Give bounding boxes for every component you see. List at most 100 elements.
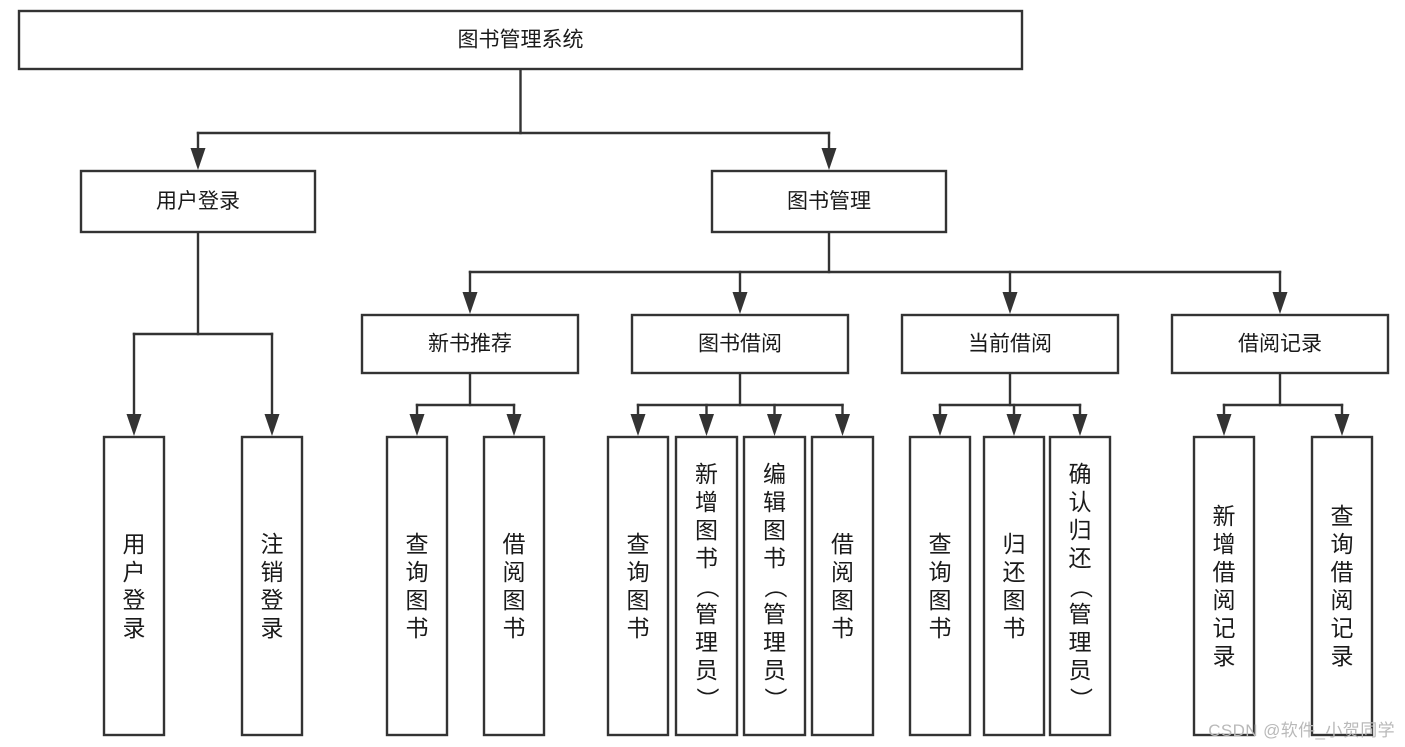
node-label-leaf-rec-borrow-char-3: 书 xyxy=(503,615,526,641)
node-leaf-user-login[interactable]: 用户登录 xyxy=(102,435,166,737)
node-label-leaf-current-query-char-3: 书 xyxy=(929,615,952,641)
node-label-leaf-borrow-edit-char-6: 理 xyxy=(763,629,786,655)
node-label-leaf-user-logout-char-0: 注 xyxy=(261,531,284,557)
node-label-leaf-borrow-add-char-1: 增 xyxy=(695,489,718,515)
node-box-leaf-user-login xyxy=(102,435,166,737)
node-box-leaf-rec-query xyxy=(385,435,449,737)
node-label-leaf-rec-borrow-char-1: 阅 xyxy=(503,559,526,585)
arrow-head-icon xyxy=(264,414,280,436)
arrow-head-icon xyxy=(732,292,748,314)
node-label-book-borrow: 图书借阅 xyxy=(698,333,782,356)
node-new-book-rec[interactable]: 新书推荐 xyxy=(360,313,580,375)
node-label-leaf-borrow-edit-char-3: 书 xyxy=(763,545,786,571)
node-label-leaf-record-query-char-1: 询 xyxy=(1331,531,1354,557)
arrow-head-icon xyxy=(821,148,837,170)
node-layer: 图书管理系统用户登录图书管理新书推荐图书借阅当前借阅借阅记录用户登录注销登录查询… xyxy=(17,9,1390,737)
node-label-leaf-user-logout-char-3: 录 xyxy=(261,615,284,641)
arrow-head-icon xyxy=(190,148,206,170)
node-label-leaf-user-login-char-0: 用 xyxy=(123,531,146,557)
node-book-borrow[interactable]: 图书借阅 xyxy=(630,313,850,375)
node-label-leaf-rec-borrow-char-0: 借 xyxy=(503,531,526,557)
arrow-head-icon xyxy=(767,414,782,436)
node-label-leaf-current-return-char-1: 还 xyxy=(1003,559,1026,585)
connector-layer xyxy=(126,67,1350,436)
node-box-book-borrow xyxy=(630,313,850,375)
node-label-leaf-record-add-char-4: 记 xyxy=(1213,615,1236,641)
node-box-leaf-borrow-add xyxy=(674,435,739,737)
arrow-head-icon xyxy=(1334,414,1350,436)
node-label-leaf-record-query-char-3: 阅 xyxy=(1331,587,1354,613)
node-label-leaf-borrow-edit-char-1: 辑 xyxy=(763,489,786,515)
node-label-leaf-rec-borrow-char-2: 图 xyxy=(503,587,526,613)
node-box-leaf-current-confirm xyxy=(1048,435,1112,737)
node-box-leaf-record-query xyxy=(1310,435,1374,737)
node-label-leaf-record-add-char-3: 阅 xyxy=(1213,587,1236,613)
node-label-leaf-rec-query-char-1: 询 xyxy=(406,559,429,585)
node-label-leaf-user-login-char-1: 户 xyxy=(123,559,146,585)
arrow-head-icon xyxy=(506,414,522,436)
node-label-leaf-record-query-char-4: 记 xyxy=(1331,615,1354,641)
node-borrow-record[interactable]: 借阅记录 xyxy=(1170,313,1390,375)
node-label-leaf-record-add-char-0: 新 xyxy=(1213,503,1236,529)
node-label-leaf-current-confirm-char-0: 确 xyxy=(1069,461,1092,487)
node-user-login[interactable]: 用户登录 xyxy=(79,169,317,234)
node-label-leaf-rec-query-char-0: 查 xyxy=(406,531,429,557)
node-label-leaf-rec-query-char-3: 书 xyxy=(406,615,429,641)
node-label-leaf-record-add-char-1: 增 xyxy=(1213,531,1236,557)
node-box-root xyxy=(17,9,1024,71)
node-label-leaf-rec-query-char-2: 图 xyxy=(406,587,429,613)
node-current-borrow[interactable]: 当前借阅 xyxy=(900,313,1120,375)
node-root[interactable]: 图书管理系统 xyxy=(17,9,1024,71)
node-box-leaf-borrow-query xyxy=(606,435,670,737)
arrow-head-icon xyxy=(1216,414,1232,436)
node-label-user-login: 用户登录 xyxy=(156,190,240,213)
arrow-head-icon xyxy=(932,414,948,436)
arrow-head-icon xyxy=(630,414,646,436)
node-label-leaf-borrow-add-char-0: 新 xyxy=(695,461,718,487)
arrow-head-icon xyxy=(409,414,425,436)
node-box-leaf-borrow-lend xyxy=(810,435,875,737)
arrow-head-icon xyxy=(1002,292,1018,314)
node-box-user-login xyxy=(79,169,317,234)
node-box-leaf-user-logout xyxy=(240,435,304,737)
node-label-leaf-current-confirm-char-7: 员 xyxy=(1069,657,1092,683)
node-label-borrow-record: 借阅记录 xyxy=(1238,333,1322,356)
node-label-leaf-user-logout-char-1: 销 xyxy=(261,559,284,585)
node-box-book-manage xyxy=(710,169,948,234)
arrow-head-icon xyxy=(462,292,478,314)
node-label-leaf-current-query-char-2: 图 xyxy=(929,587,952,613)
node-label-leaf-borrow-query-char-3: 书 xyxy=(627,615,650,641)
arrow-head-icon xyxy=(1072,414,1088,436)
node-label-leaf-current-return-char-0: 归 xyxy=(1003,531,1026,557)
node-label-leaf-current-query-char-1: 询 xyxy=(929,559,952,585)
arrow-head-icon xyxy=(126,414,142,436)
node-label-leaf-borrow-edit-char-2: 图 xyxy=(763,517,786,543)
node-label-leaf-borrow-add-char-5: 管 xyxy=(695,601,718,627)
node-label-leaf-borrow-edit-char-7: 员 xyxy=(763,657,786,683)
node-label-leaf-current-return-char-2: 图 xyxy=(1003,587,1026,613)
node-label-leaf-current-query-char-0: 查 xyxy=(929,531,952,557)
node-label-root: 图书管理系统 xyxy=(458,29,584,52)
arrow-head-icon xyxy=(835,414,850,436)
node-book-manage[interactable]: 图书管理 xyxy=(710,169,948,234)
arrow-head-icon xyxy=(1272,292,1288,314)
node-label-leaf-current-confirm-char-6: 理 xyxy=(1069,629,1092,655)
node-label-leaf-borrow-lend-char-0: 借 xyxy=(831,531,854,557)
node-label-leaf-record-query-char-5: 录 xyxy=(1331,643,1354,669)
node-label-leaf-borrow-edit-char-0: 编 xyxy=(763,461,786,487)
node-label-leaf-borrow-query-char-1: 询 xyxy=(627,559,650,585)
